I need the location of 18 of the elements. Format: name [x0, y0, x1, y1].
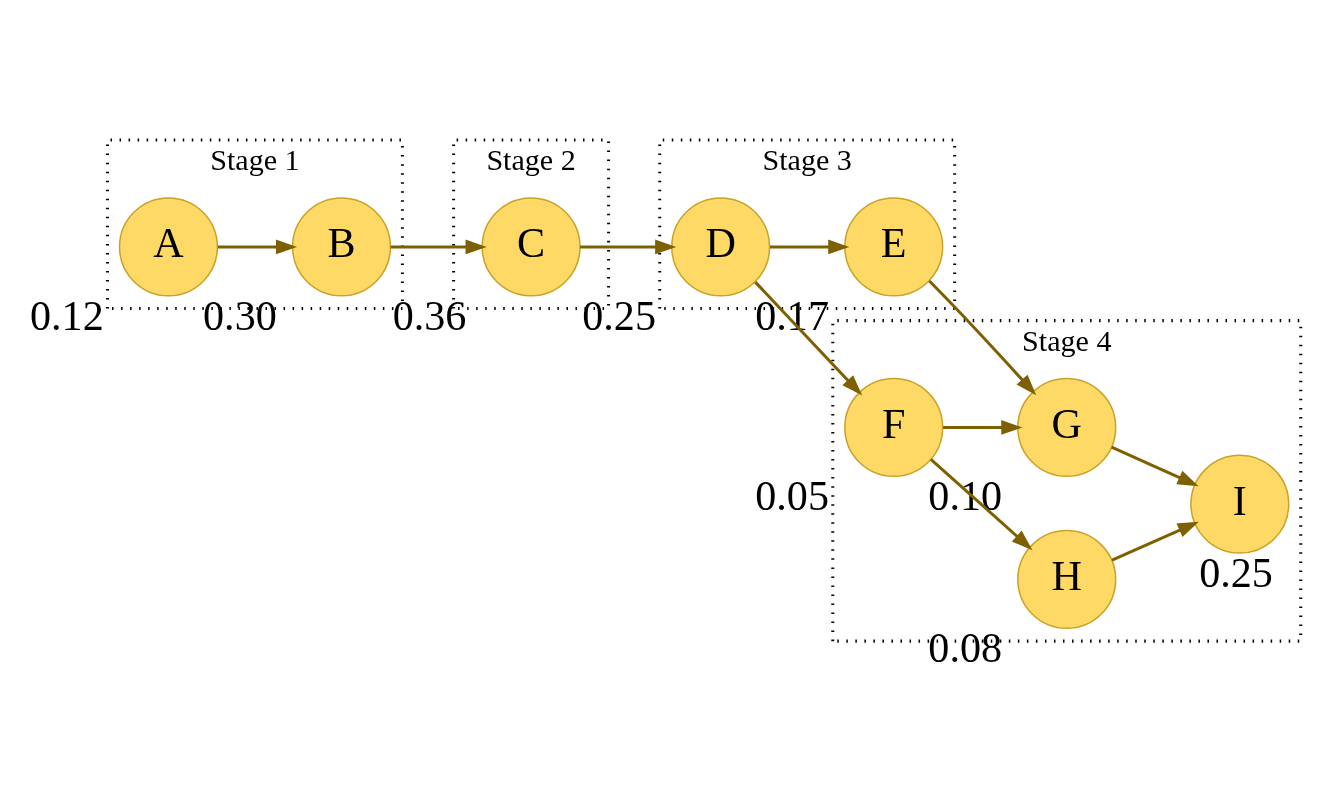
- arrow: [390, 239, 487, 255]
- node-circle: B: [291, 197, 392, 297]
- node-label: 0.12: [30, 291, 104, 339]
- node-circle: E: [844, 197, 944, 297]
- node-circle: G: [1017, 377, 1117, 478]
- arrow: [580, 239, 677, 255]
- node-circle: H: [1017, 529, 1117, 630]
- arrow: [1111, 445, 1199, 487]
- node-circle: C: [481, 197, 581, 297]
- arrow: [770, 239, 850, 255]
- node-circle: I: [1190, 454, 1290, 554]
- node-label: 0.05: [755, 472, 830, 520]
- arrow: [928, 280, 1037, 396]
- node-circle: A: [118, 197, 219, 297]
- arrow: [1111, 521, 1199, 562]
- arrow: [943, 420, 1023, 435]
- arrow: [217, 239, 298, 255]
- node-circle: D: [671, 197, 771, 297]
